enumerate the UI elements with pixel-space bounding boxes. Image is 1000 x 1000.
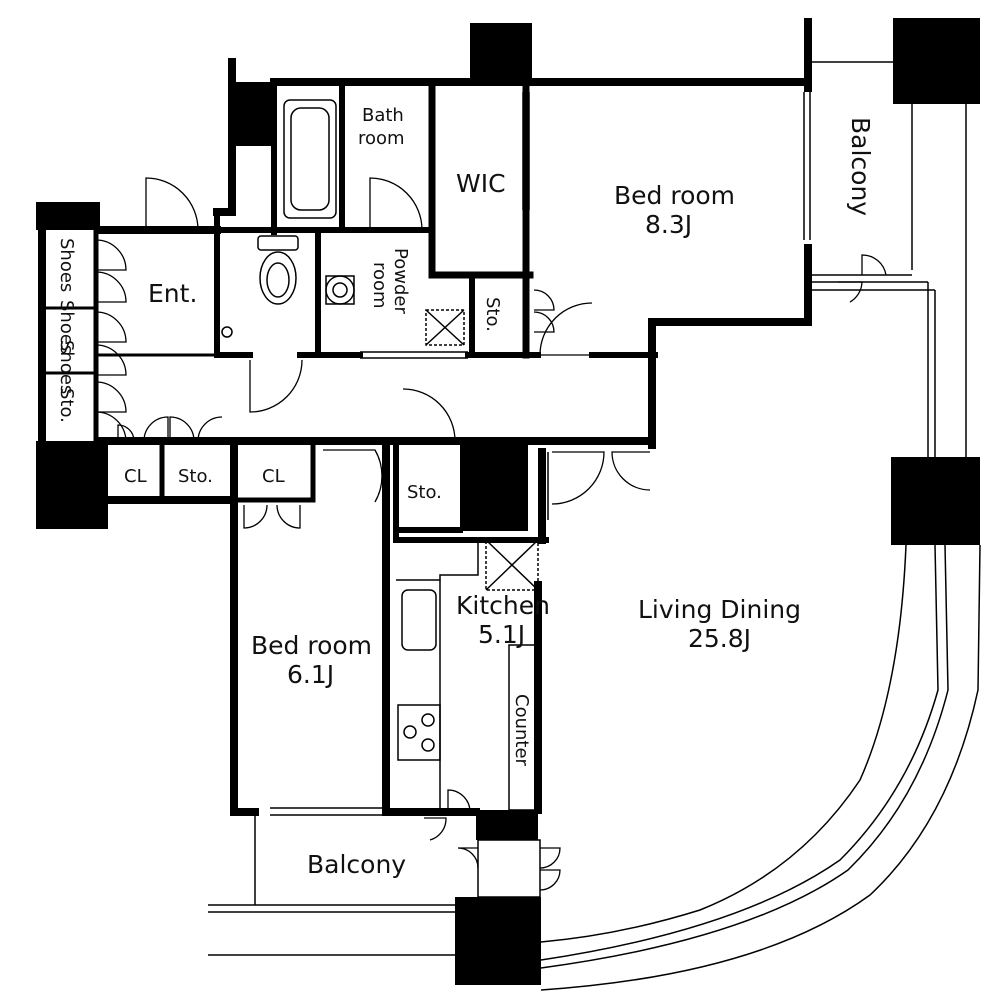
door-living-right[interactable] [611,451,651,491]
label-shoes-3: Shoes [56,340,77,394]
label-living-dining-size: 25.8J [688,624,751,653]
exterior-walls [38,18,812,816]
label-storage-hall: Sto. [178,466,213,487]
duct-powder [425,309,465,346]
label-shoes-1: Shoes [56,238,77,292]
pillar-left-top [36,202,100,230]
pillar-left-bottom [36,441,108,529]
label-master-bedroom-size: 8.3J [645,210,692,239]
label-entrance: Ent. [148,279,197,308]
door-balcony-left[interactable] [457,847,479,869]
label-wic: WIC [456,169,506,198]
label-kitchen-size: 5.1J [478,620,525,649]
stove-icon [397,704,441,761]
windows [270,92,811,816]
toilet-icon [257,235,299,305]
label-storage-master: Sto. [482,297,503,332]
bathtub [283,99,337,219]
label-closet-2: CL [262,466,285,487]
label-powder-1: Powder [390,248,411,314]
door-master-bedroom[interactable] [539,302,593,356]
label-storage-kitchen: Sto. [407,482,442,503]
door-kitchen-back[interactable] [447,789,471,813]
pillar-balcony-door [476,810,538,840]
label-bedroom-2-size: 6.1J [287,660,334,689]
door-entrance[interactable] [145,177,199,231]
island-counter [508,644,539,811]
label-bedroom-2: Bed room [251,631,372,660]
door-kitchen-storage-hall[interactable] [402,388,456,442]
door-bathroom[interactable] [369,177,423,231]
label-bathroom-2: room [358,128,405,149]
label-kitchen: Kitchen [456,591,550,620]
door-toilet[interactable] [249,359,303,413]
pillar-kitchen [460,441,528,531]
room-labels: Balcony Bath room WIC Bed room 8.3J Ent.… [56,105,875,879]
pillar-top-right [893,18,980,104]
label-storage-entrance: Sto. [56,388,77,423]
label-master-bedroom: Bed room [614,181,735,210]
door-kitchen-back-2[interactable] [424,817,447,841]
door-east-balcony-2[interactable] [838,281,863,303]
door-living-left[interactable] [551,451,605,505]
toilet-handbasin-icon [221,326,233,338]
structural-pillars [36,18,980,985]
kitchen-counter [396,540,479,810]
interior-walls [40,78,658,543]
pillar-bottom-center [455,897,541,985]
balcony-glazing [208,61,981,991]
duct-kitchen [485,539,539,591]
label-balcony-south: Balcony [307,850,406,879]
fixtures [221,99,539,811]
door-balcony-right[interactable] [539,847,561,869]
label-shoes-2: Shoes [56,300,77,354]
label-closet-1: CL [124,466,147,487]
pillar-bath-left [230,82,274,146]
label-living-dining: Living Dining [638,595,801,624]
pillar-right-middle [891,457,980,545]
door-east-balcony[interactable] [861,254,887,276]
sink-icon [325,275,355,305]
label-balcony-east: Balcony [846,117,875,216]
label-powder-2: room [369,262,390,309]
doors [95,177,887,898]
pillar-top-center [470,23,532,85]
label-counter: Counter [511,694,532,767]
door-bedroom2[interactable] [323,449,383,503]
kitchen-sink-icon [401,589,437,651]
label-bathroom-1: Bath [362,105,404,126]
door-balcony-right-2[interactable] [539,869,561,891]
